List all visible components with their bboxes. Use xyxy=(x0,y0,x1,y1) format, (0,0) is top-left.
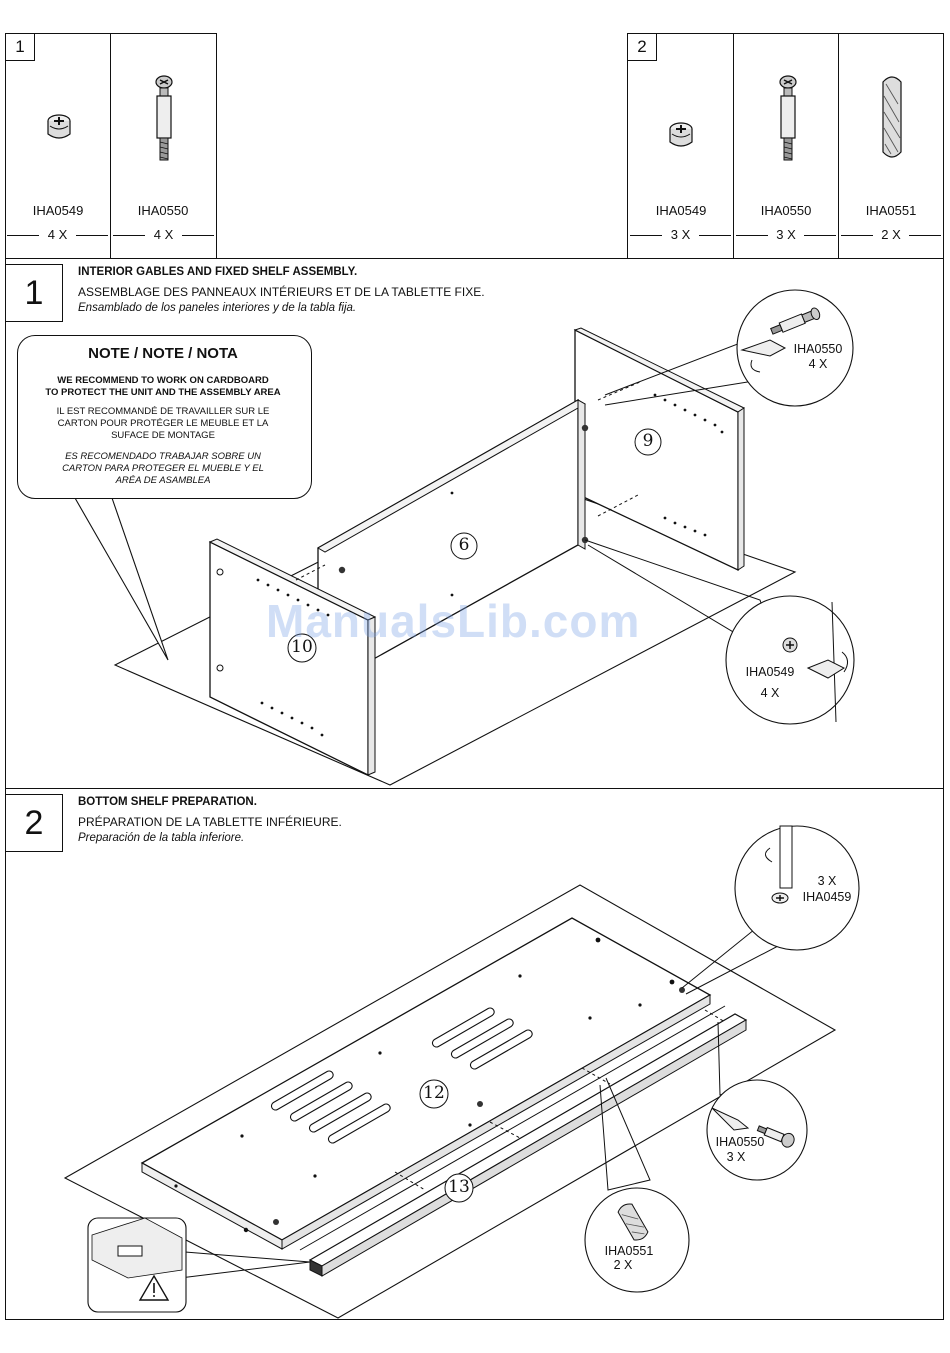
step-number: 2 xyxy=(5,794,63,852)
part-quantity-row: 4 X xyxy=(111,227,216,243)
panel-label: 12 xyxy=(423,1083,445,1103)
note-fr-line: CARTON POUR PROTÉGER LE MEUBLE ET LA xyxy=(57,418,269,429)
watermark: ManualsLib.com xyxy=(266,595,641,647)
step-title-fr: PRÉPARATION DE LA TABLETTE INFÉRIEURE. xyxy=(78,815,342,829)
callout-part-code: IHA0550 xyxy=(715,1135,765,1149)
part-quantity-row: 2 X xyxy=(839,227,943,243)
callout-part-code: IHA0551 xyxy=(604,1244,654,1258)
part-quantity: 4 X xyxy=(47,227,68,242)
part-quantity-row: 4 X xyxy=(5,227,110,243)
note-es-line: ARÉA DE ASAMBLEA xyxy=(115,475,211,486)
wood-dowel-icon xyxy=(882,76,902,158)
callout-part-code: IHA0459 xyxy=(802,890,852,904)
part-code: IHA0549 xyxy=(32,203,84,218)
panel-label-circle xyxy=(419,1079,449,1109)
hardware-group-tag: 1 xyxy=(5,33,35,61)
cam-bolt-icon xyxy=(155,75,173,161)
panel-label-circle xyxy=(287,633,317,663)
note-en-line: WE RECOMMEND TO WORK ON CARDBOARD xyxy=(57,375,269,386)
panel-label-circle xyxy=(444,1173,474,1203)
step-1-assembly-drawing xyxy=(74,289,855,786)
note-fr-line: SUFACE DE MONTAGE xyxy=(111,430,215,441)
panel-label: 13 xyxy=(448,1177,470,1197)
panel-label-circle xyxy=(450,532,478,560)
callout-quantity: 4 X xyxy=(760,686,780,700)
callout-quantity: 4 X xyxy=(808,357,828,371)
part-quantity: 2 X xyxy=(881,227,901,242)
cam-lock-icon xyxy=(669,122,693,147)
panel-label: 6 xyxy=(458,535,470,555)
step-title-en: BOTTOM SHELF PREPARATION. xyxy=(78,796,257,808)
step-title-en: INTERIOR GABLES AND FIXED SHELF ASSEMBLY… xyxy=(78,266,358,278)
part-code: IHA0550 xyxy=(760,203,812,218)
cam-lock-icon xyxy=(47,114,71,139)
part-quantity: 3 X xyxy=(776,227,796,242)
note-bubble: NOTE / NOTE / NOTA WE RECOMMEND TO WORK … xyxy=(17,335,312,499)
callout-quantity: 3 X xyxy=(726,1150,746,1164)
step-number: 1 xyxy=(5,264,63,322)
step-title-es: Ensamblado de los paneles interiores y d… xyxy=(78,302,357,314)
part-quantity: 3 X xyxy=(670,227,691,242)
panel-label-circle xyxy=(634,428,662,456)
hardware-group-tag: 2 xyxy=(627,33,657,61)
panel-label: 9 xyxy=(642,431,654,451)
callout-part-code: IHA0549 xyxy=(745,665,795,679)
hardware-group-1 xyxy=(5,33,217,259)
hardware-divider xyxy=(110,33,111,258)
part-code: IHA0550 xyxy=(137,203,189,218)
part-quantity-row: 3 X xyxy=(628,227,733,243)
hardware-divider xyxy=(838,33,839,258)
callout-quantity: 3 X xyxy=(817,874,837,888)
callout-quantity: 2 X xyxy=(613,1258,633,1272)
note-title: NOTE / NOTE / NOTA xyxy=(88,345,238,362)
hardware-divider xyxy=(733,33,734,258)
step-title-fr: ASSEMBLAGE DES PANNEAUX INTÉRIEURS ET DE… xyxy=(78,285,485,299)
step-divider xyxy=(5,788,944,789)
part-quantity-row: 3 X xyxy=(734,227,838,243)
note-fr-line: IL EST RECOMMANDÉ DE TRAVAILLER SUR LE xyxy=(56,406,270,417)
part-code: IHA0551 xyxy=(865,203,917,218)
callout-part-code: IHA0550 xyxy=(793,342,843,356)
note-en-line: TO PROTECT THE UNIT AND THE ASSEMBLY ARE… xyxy=(45,387,281,398)
part-quantity: 4 X xyxy=(153,227,174,242)
cam-bolt-icon xyxy=(779,75,797,161)
note-es-line: CARTON PARA PROTEGER EL MUEBLE Y EL xyxy=(62,463,264,474)
step-title-es: Preparación de la tabla inferiore. xyxy=(78,832,245,844)
panel-label: 10 xyxy=(291,637,313,657)
note-es-line: ES RECOMENDADO TRABAJAR SOBRE UN xyxy=(65,451,261,462)
part-code: IHA0549 xyxy=(655,203,707,218)
